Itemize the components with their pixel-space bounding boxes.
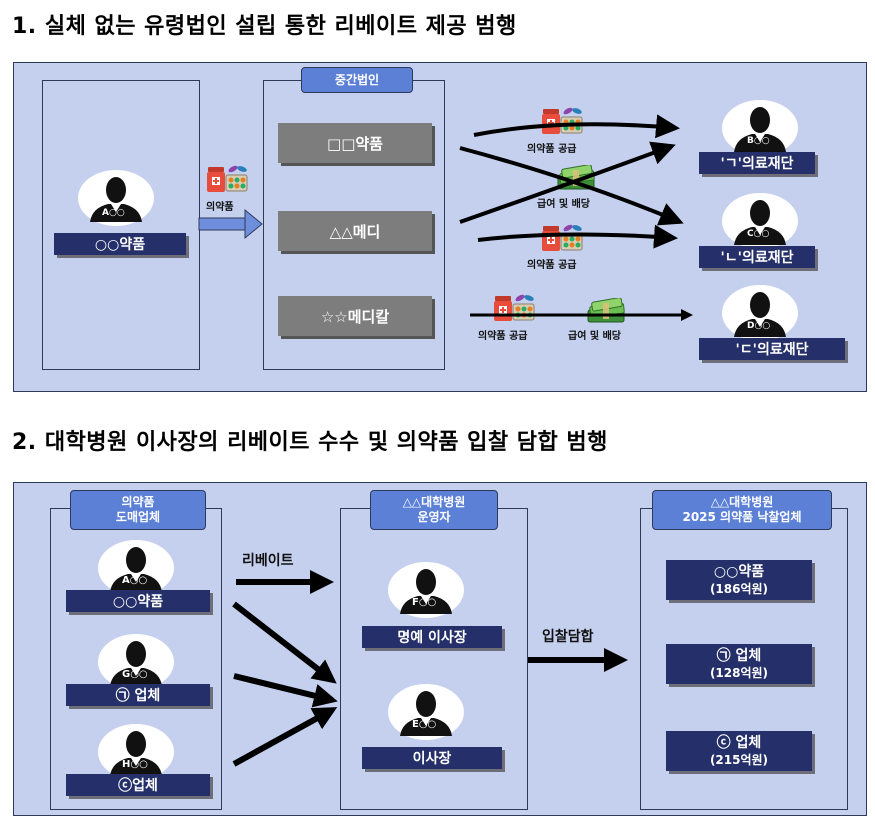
operators-tag-line2: 운영자 [417,510,451,524]
winner-card-2: ㉠ 업체 (128억원) [666,644,812,684]
flow-arrow-supply-1 [473,114,680,139]
wholesaler-label-2: ㉠ 업체 [66,684,210,706]
winner-amount: (128억원) [709,666,769,680]
winners-tag: △△대학병원 2025 의약품 낙찰업체 [652,490,832,530]
avatar-initial: A○○ [122,575,148,586]
operator-label-2: 이사장 [362,747,502,769]
avatar-initial: G○○ [122,669,148,680]
wholesalers-tag: 의약품 도매업체 [70,490,206,530]
section1-title: 1. 실체 없는 유령법인 설립 통한 리베이트 제공 범행 [12,14,517,39]
person-avatar-icon: B○○ [722,100,798,156]
company-box-1: □□약품 [278,123,432,163]
person-avatar-icon: D○○ [722,285,798,341]
winner-card-3: ⓒ 업체 (215억원) [666,731,812,771]
avatar-initial: D○○ [747,321,771,331]
winner-name: ⓒ 업체 [716,735,762,751]
flow-supply-label-2: 의약품 공급 [527,260,577,271]
company-box-2: △△메디 [278,211,432,251]
wholesalers-tag-line2: 도매업체 [115,510,161,524]
flow-payment-label-1: 급여 및 배당 [537,199,590,210]
avatar-initial: E○○ [412,719,437,730]
avatar-initial: F○○ [412,597,437,608]
avatar-initial: H○○ [122,759,148,770]
bid-rigging-label: 입찰담합 [542,629,594,645]
rebate-arrow-3 [233,673,338,708]
foundation-label-1: 'ㄱ'의료재단 [699,152,815,174]
operator-label-1: 명예 이사장 [362,626,502,648]
winner-amount: (186억원) [709,582,769,596]
person-avatar-icon: A○○ [78,170,154,226]
winner-name: ㉠ 업체 [716,648,762,664]
foundation-label-3: 'ㄷ'의료재단 [699,338,845,360]
rebate-label: 리베이트 [242,553,294,569]
rebate-arrow-4 [232,707,338,767]
person-avatar-icon: C○○ [722,193,798,249]
section2-title: 2. 대학병원 이사장의 리베이트 수수 및 의약품 입찰 담합 범행 [12,430,608,455]
person-avatar-icon: G○○ [98,634,174,690]
flow-arrow-cross-2 [459,141,676,224]
supply-label: 의약품 [206,202,234,213]
avatar-initial: C○○ [747,229,770,239]
intermediate-tag: 중간법인 [301,67,413,93]
supply-arrow [198,208,263,240]
person-avatar-icon: H○○ [98,724,174,780]
rebate-arrow-2 [232,601,337,684]
person-avatar-icon: A○○ [98,540,174,596]
flow-payment-label-2: 급여 및 배당 [568,331,621,342]
wholesalers-tag-line1: 의약품 [121,495,155,509]
operators-tag-line1: △△대학병원 [402,495,466,509]
person-avatar-icon: F○○ [388,562,464,618]
avatar-initial: A○○ [102,208,125,218]
winner-amount: (215억원) [709,753,769,767]
flow-supply-label-3: 의약품 공급 [478,331,528,342]
winner-name: ○○약품 [713,564,765,580]
person-avatar-icon: E○○ [388,684,464,740]
foundation-label-2: 'ㄴ'의료재단 [699,246,815,268]
flow-supply-label-1: 의약품 공급 [527,144,577,155]
avatar-initial: B○○ [747,136,770,146]
company-box-3: ☆☆메디칼 [278,296,432,336]
wholesaler-label-3: ⓒ업체 [66,774,210,796]
winner-card-1: ○○약품 (186억원) [666,560,812,600]
winners-tag-line2: 2025 의약품 낙찰업체 [682,510,802,524]
source-company-label: ○○약품 [54,233,186,255]
operators-tag: △△대학병원 운영자 [370,490,498,530]
winners-tag-line1: △△대학병원 [710,495,774,509]
wholesaler-label-1: ○○약품 [66,590,210,612]
flow-arrow-supply-2 [477,224,678,249]
